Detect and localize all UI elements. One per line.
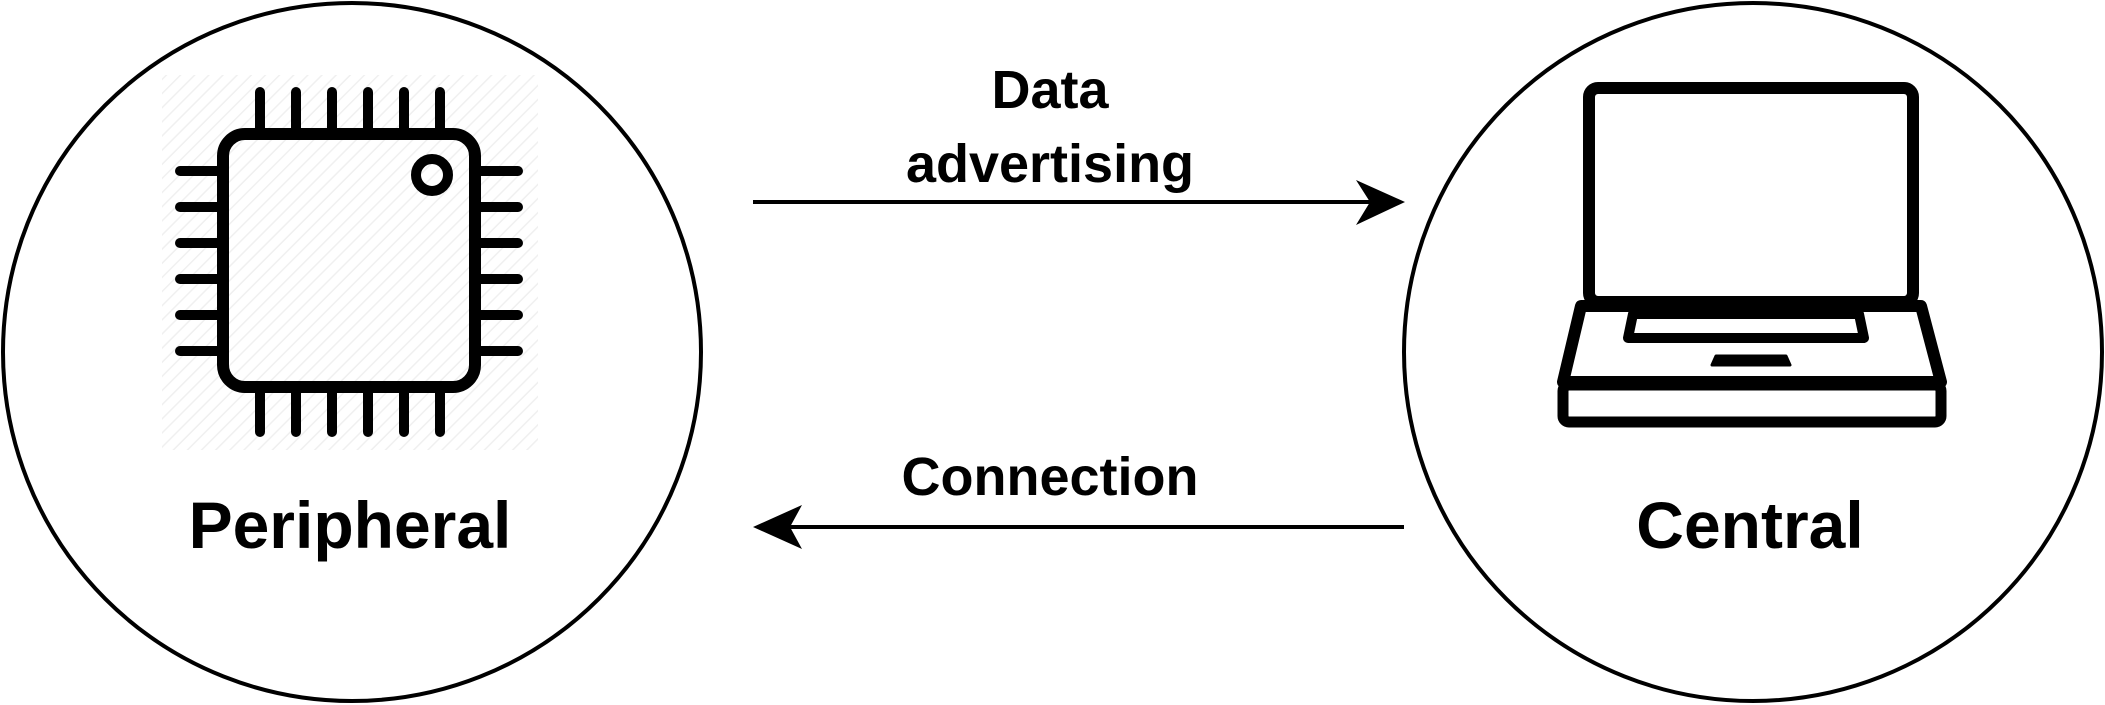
microchip-icon [162,75,538,450]
advertising-label-line1: Data [991,60,1109,120]
arrowhead-left-icon [753,505,802,549]
peripheral-label: Peripheral [189,488,512,562]
advertising-edge: Data advertising [753,60,1405,225]
central-node: Central [1402,1,2104,703]
arrowhead-right-icon [1356,180,1405,225]
laptop-icon [1557,82,1947,428]
advertising-label-line2: advertising [906,134,1194,194]
central-circle [1402,1,2104,703]
connection-label: Connection [902,447,1199,507]
peripheral-node: Peripheral [1,1,703,703]
connection-edge: Connection [753,447,1404,549]
central-label: Central [1636,488,1863,562]
